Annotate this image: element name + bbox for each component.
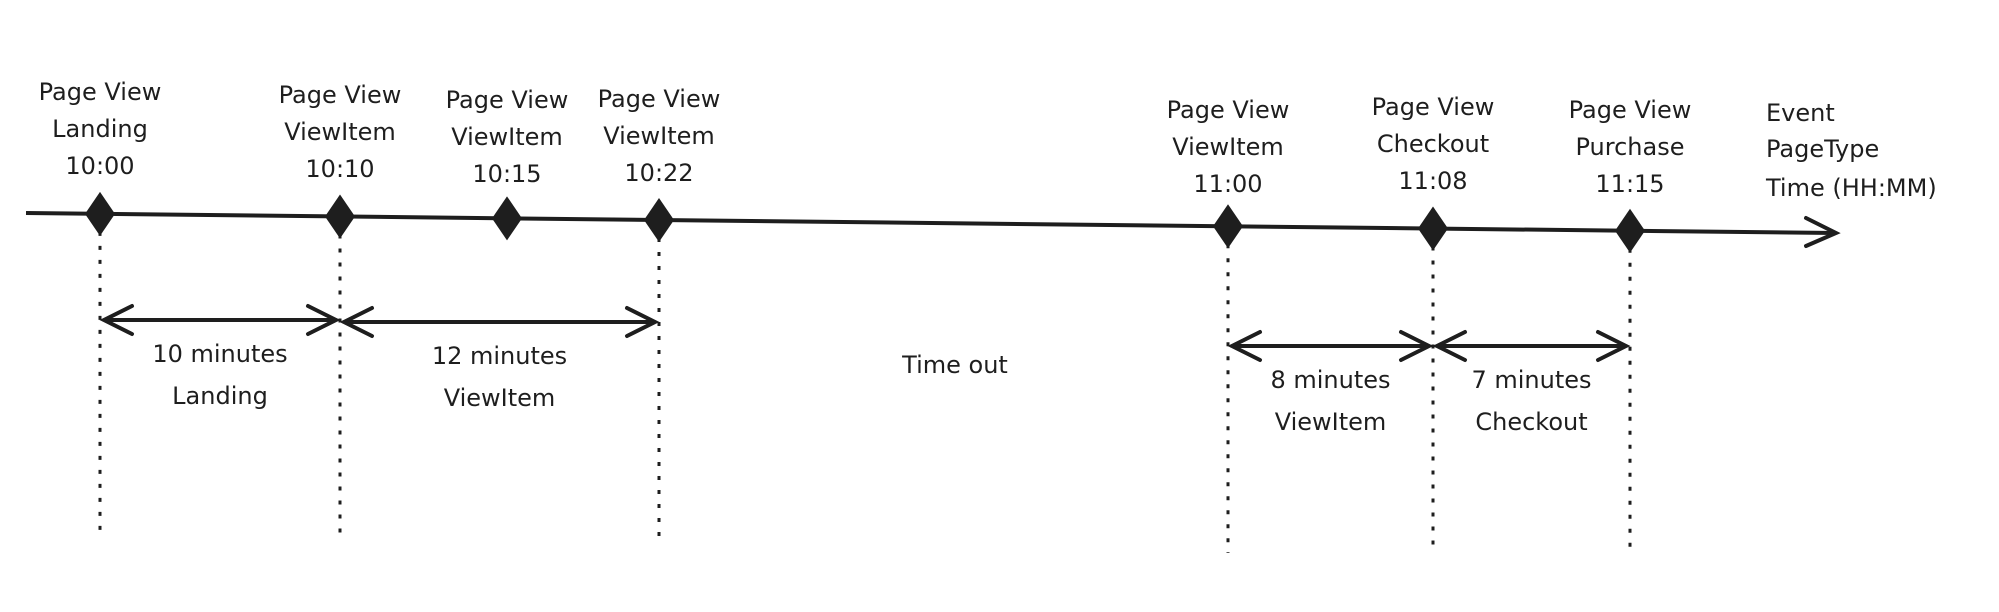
event-diamond-icon bbox=[644, 197, 674, 242]
duration-page-type: Landing bbox=[172, 382, 268, 410]
event-name: Page View bbox=[446, 86, 569, 114]
event-diamond-icon bbox=[1213, 204, 1243, 249]
event-page-type: ViewItem bbox=[451, 123, 563, 151]
event-page-type: ViewItem bbox=[603, 122, 715, 150]
event-page-type: Purchase bbox=[1576, 133, 1685, 161]
duration-page-type: ViewItem bbox=[444, 384, 556, 412]
event-diamond-icon bbox=[1615, 208, 1645, 253]
timeline-arrowhead bbox=[1804, 216, 1841, 248]
event-name: Page View bbox=[1569, 96, 1692, 124]
double-arrow-icon bbox=[339, 306, 660, 338]
event-time: 10:10 bbox=[305, 155, 374, 183]
event-time: 10:15 bbox=[472, 160, 541, 188]
event-diamond-icon bbox=[325, 194, 355, 239]
double-arrow-icon bbox=[1432, 330, 1631, 362]
event-page-type: ViewItem bbox=[1172, 133, 1284, 161]
legend-event: Event bbox=[1766, 99, 1835, 127]
duration-page-type: ViewItem bbox=[1275, 408, 1387, 436]
duration-minutes: 8 minutes bbox=[1270, 366, 1390, 394]
event-name: Page View bbox=[598, 85, 721, 113]
double-arrow-icon bbox=[99, 304, 341, 336]
event-time: 11:15 bbox=[1595, 170, 1664, 198]
duration-minutes: 7 minutes bbox=[1471, 366, 1591, 394]
duration-page-type: Checkout bbox=[1475, 408, 1587, 436]
event-time: 10:22 bbox=[624, 159, 693, 187]
legend: Event PageType Time (HH:MM) bbox=[1765, 99, 1937, 202]
timeline-axis bbox=[25, 211, 1837, 235]
event-diamond-icon bbox=[85, 191, 115, 236]
duration-minutes: 10 minutes bbox=[152, 340, 287, 368]
event-time: 11:00 bbox=[1193, 170, 1262, 198]
event-name: Page View bbox=[39, 78, 162, 106]
double-arrow-icon bbox=[1227, 330, 1434, 362]
event-time: 10:00 bbox=[65, 152, 134, 180]
event-page-type: ViewItem bbox=[284, 118, 396, 146]
duration-minutes: 12 minutes bbox=[432, 342, 567, 370]
event-name: Page View bbox=[1167, 96, 1290, 124]
event-name: Page View bbox=[279, 81, 402, 109]
legend-time: Time (HH:MM) bbox=[1765, 174, 1937, 202]
legend-page-type: PageType bbox=[1766, 135, 1879, 163]
event-time: 11:08 bbox=[1398, 167, 1467, 195]
event-page-type: Checkout bbox=[1377, 130, 1489, 158]
timeout-label: Time out bbox=[901, 351, 1008, 379]
event-diamond-icon bbox=[492, 196, 522, 241]
event-diamond-icon bbox=[1418, 206, 1448, 251]
event-name: Page View bbox=[1372, 93, 1495, 121]
event-page-type: Landing bbox=[52, 115, 148, 143]
